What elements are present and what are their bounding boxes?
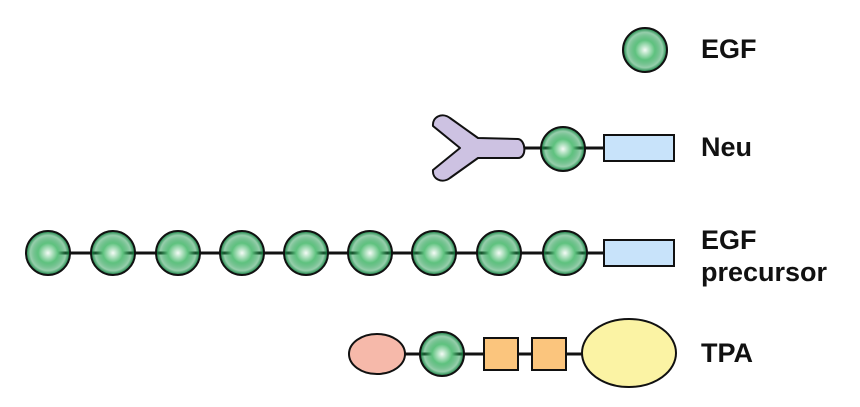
- precursor-egf-domain-icon: [347, 230, 393, 276]
- precursor-egf-domain-icon: [283, 230, 329, 276]
- precursor-egf-domain-icon: [542, 230, 588, 276]
- label-egf-precursor-line2: precursor: [701, 257, 828, 287]
- tpa-orange-domain-icon: [531, 337, 567, 371]
- label-egf-precursor-line1: EGF: [701, 225, 757, 255]
- egf-row: [622, 27, 668, 73]
- precursor-egf-domain-icon: [411, 230, 457, 276]
- tpa-row: [348, 318, 677, 388]
- label-egf: EGF: [701, 34, 757, 64]
- neu-row: [431, 114, 675, 182]
- precursor-egf-domain-icon: [219, 230, 265, 276]
- tpa-orange-domain-icon: [483, 337, 519, 371]
- tpa-pink-domain-icon: [348, 333, 406, 375]
- neu-egf-domain-icon: [540, 126, 586, 172]
- precursor-egf-domain-icon: [90, 230, 136, 276]
- egf-domain-icon: [622, 27, 668, 73]
- label-neu: Neu: [701, 132, 753, 162]
- egf-precursor-row: [25, 230, 675, 276]
- precursor-egf-domain-icon: [25, 230, 71, 276]
- neu-blue-domain-icon: [603, 134, 675, 162]
- tpa-egf-domain-icon: [419, 331, 465, 377]
- precursor-egf-domain-icon: [155, 230, 201, 276]
- precursor-blue-domain-icon: [603, 239, 675, 267]
- precursor-egf-domain-icon: [476, 230, 522, 276]
- tpa-yellow-domain-icon: [581, 318, 677, 388]
- label-tpa: TPA: [701, 338, 753, 368]
- neu-receptor-icon: [431, 114, 526, 182]
